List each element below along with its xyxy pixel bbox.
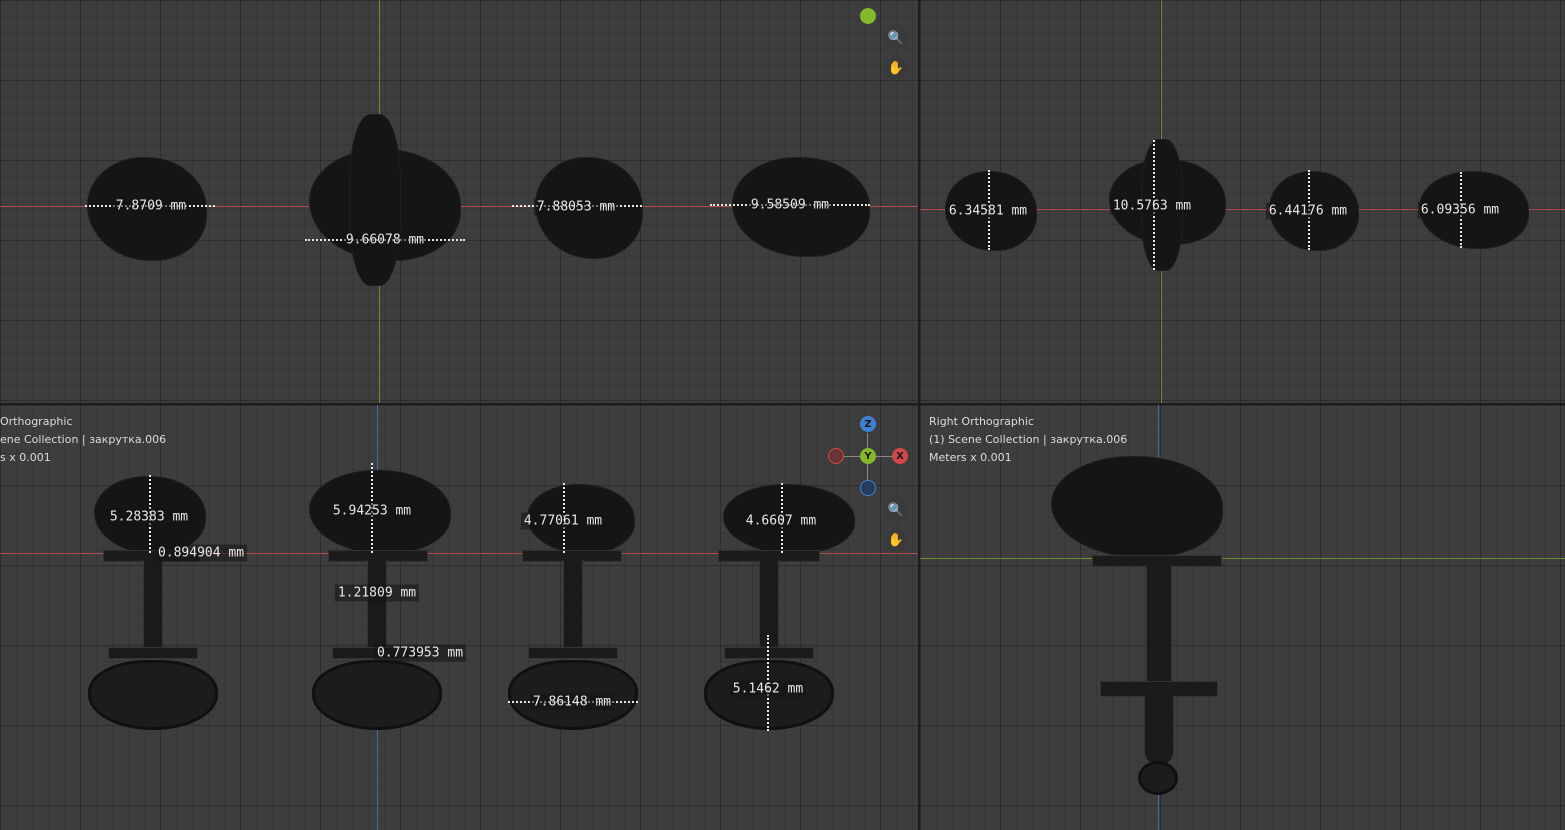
model-bar (528, 647, 618, 659)
measurement-label: 1.21809 mm (334, 584, 420, 602)
measurement-label: 6.09356 mm (1417, 201, 1503, 219)
view-name: Orthographic (0, 415, 73, 428)
model-lower-stem (1144, 695, 1174, 765)
pan-hand-icon[interactable]: ✋ (884, 56, 908, 80)
gizmo-neg-x-axis[interactable] (828, 448, 844, 464)
gizmo-x-axis[interactable]: X (892, 448, 908, 464)
pan-hand-icon[interactable]: ✋ (884, 528, 908, 552)
model-bar (724, 647, 814, 659)
gizmo-y-axis[interactable]: Y (860, 448, 876, 464)
model-crystal[interactable] (350, 115, 400, 285)
viewport-divider-vertical[interactable] (918, 0, 920, 830)
units-info: Meters x 0.001 (929, 451, 1012, 464)
measurement-label: 5.94253 mm (329, 502, 415, 520)
measurement-label: 9.66078 mm (342, 231, 428, 249)
model-base (1138, 761, 1178, 795)
measurement-label: 6.44176 mm (1265, 202, 1351, 220)
model-heart (88, 660, 218, 730)
measurement-label: 9.58509 mm (747, 196, 833, 214)
model-bar (108, 647, 198, 659)
zoom-icon[interactable]: 🔍 (884, 498, 908, 522)
measurement-label: 7.8709 mm (112, 197, 190, 215)
model-stem (1146, 565, 1172, 683)
measurement-label: 7.88053 mm (533, 198, 619, 216)
measurement-label: 4.6607 mm (742, 512, 820, 530)
viewport-top-left[interactable]: 7.8709 mm 9.66078 mm 7.88053 mm 9.58509 … (0, 0, 918, 403)
viewport-bottom-right[interactable]: Right Orthographic (1) Scene Collection … (920, 405, 1565, 830)
viewport-top-right[interactable]: 6.34581 mm 10.5763 mm 6.44176 mm 6.09356… (920, 0, 1565, 403)
x-axis-line (920, 209, 1565, 210)
units-info: s x 0.001 (0, 451, 51, 464)
collection-info: (1) Scene Collection | закрутка.006 (929, 433, 1128, 446)
zoom-icon[interactable]: 🔍 (884, 26, 908, 50)
measurement-label: 5.1462 mm (729, 680, 807, 698)
measurement-label: 6.34581 mm (945, 202, 1031, 220)
view-name: Right Orthographic (929, 415, 1034, 428)
measurement-label: 0.894904 mm (154, 544, 248, 562)
x-axis-line (0, 553, 918, 554)
model-stem (367, 560, 387, 650)
measurement-label: 0.773953 mm (373, 644, 467, 662)
model-top[interactable] (1052, 457, 1222, 557)
measurement-label: 10.5763 mm (1109, 197, 1195, 215)
gizmo-z-axis[interactable]: Z (860, 416, 876, 432)
measurement-label: 7.86148 mm (529, 693, 615, 711)
y-axis-line (920, 558, 1565, 559)
gizmo-neg-z-axis[interactable] (860, 480, 876, 496)
measurement-label: 4.77061 mm (520, 512, 606, 530)
collection-info: ene Collection | закрутка.006 (0, 433, 167, 446)
model-heart (312, 660, 442, 730)
model-stem (143, 560, 163, 650)
model-stem (563, 560, 583, 650)
gizmo-y-axis[interactable] (860, 8, 876, 24)
viewport-bottom-left[interactable]: Orthographic ene Collection | закрутка.0… (0, 405, 918, 830)
viewport-divider-horizontal[interactable] (0, 403, 1565, 405)
measurement-label: 5.28383 mm (106, 508, 192, 526)
model-stem (759, 560, 779, 650)
